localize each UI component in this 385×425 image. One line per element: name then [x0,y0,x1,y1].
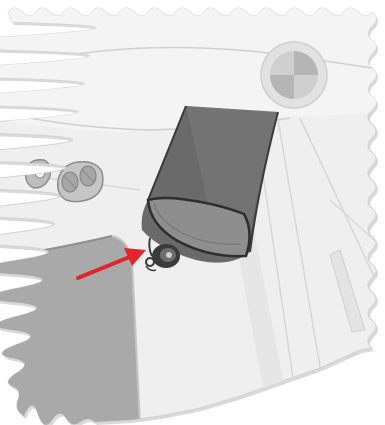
cockpit-bench [0,236,140,425]
inspection-hatch-icon [261,42,327,108]
